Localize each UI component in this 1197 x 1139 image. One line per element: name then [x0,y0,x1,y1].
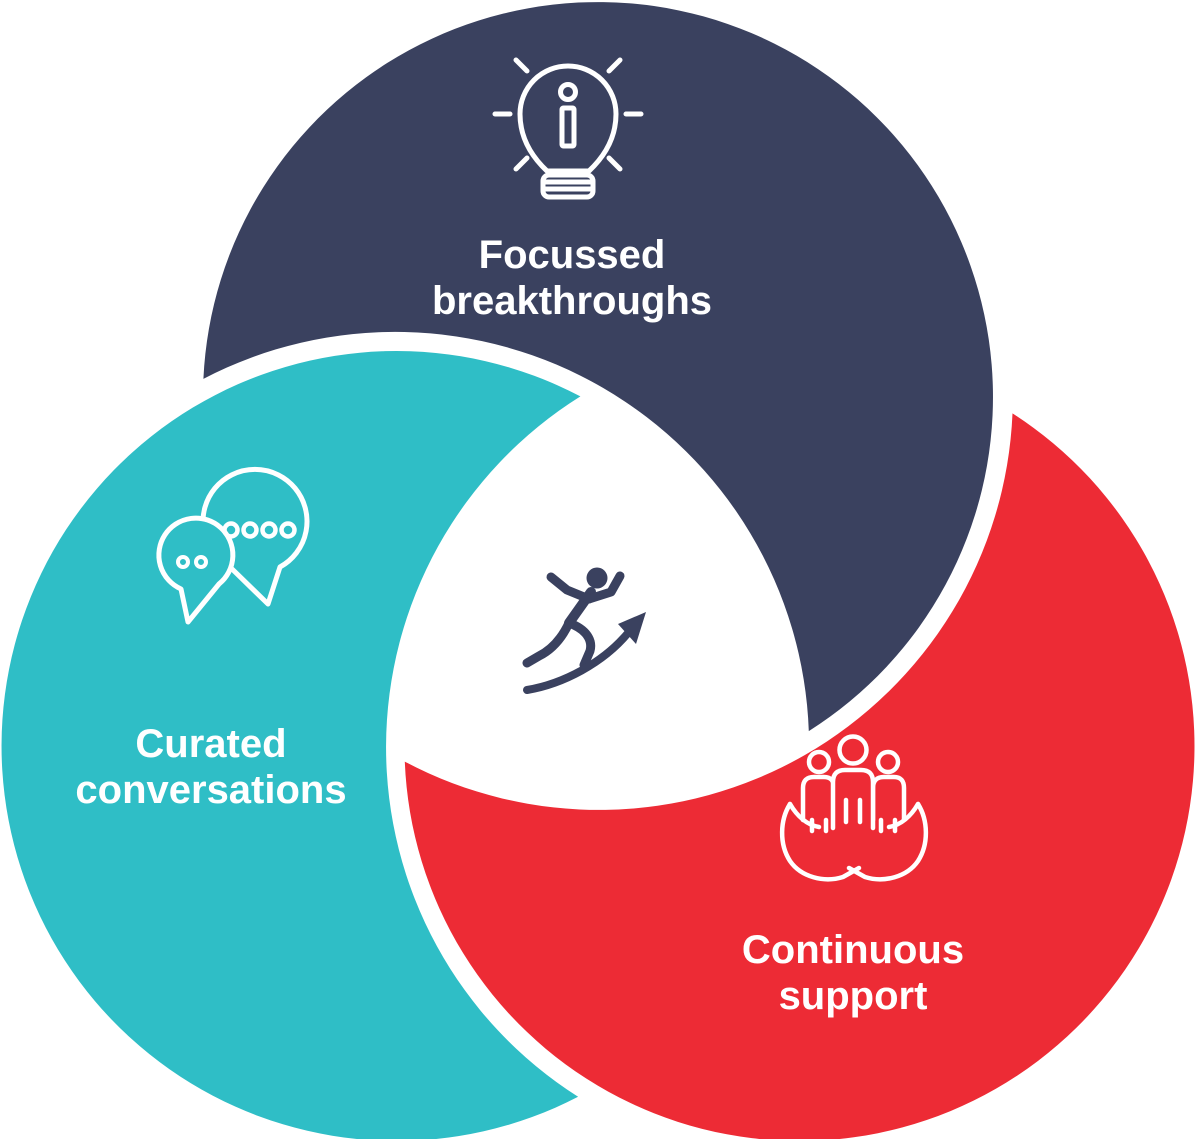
segment-continuous-support [404,413,1195,1139]
speech-bubbles-icon [156,466,310,625]
large-bubble-dots [222,521,297,539]
label-right-line1: Continuous [742,928,964,972]
growth-arrow-curve [523,629,632,694]
bulb-rays [492,57,644,172]
small-bubble [156,515,236,625]
segment-focussed-breakthroughs [203,2,993,732]
runner-front-leg [564,618,596,670]
runner-back-leg [522,618,574,668]
info-dot [558,82,578,102]
label-right-line2: support [779,974,928,1018]
hands-holding-team-icon [779,734,929,882]
runner-front-arm [584,571,625,604]
bulb-outline [517,63,619,174]
growth-arrow-head [618,612,646,644]
bulb-base [540,172,596,200]
lightbulb-idea-icon [492,57,644,200]
hand-left [779,801,862,882]
bulb-base-lines [540,179,596,192]
person-center [830,734,876,831]
segment-curated-conversations [1,351,581,1139]
label-top-line2: breakthroughs [432,279,712,323]
label-top-line1: Focussed [479,233,666,277]
runner-growth-arrow-icon [522,567,646,694]
label-curated-conversations: Curated conversations [75,722,346,812]
runner-head [586,567,608,589]
runner-back-arm [546,572,594,604]
label-continuous-support: Continuous support [742,928,964,1018]
label-left-line2: conversations [75,768,346,812]
small-bubble-dots [176,555,208,569]
info-stem [559,105,577,149]
label-left-line1: Curated [135,722,286,766]
hand-right [846,801,929,882]
label-focussed-breakthroughs: Focussed breakthroughs [432,233,712,323]
